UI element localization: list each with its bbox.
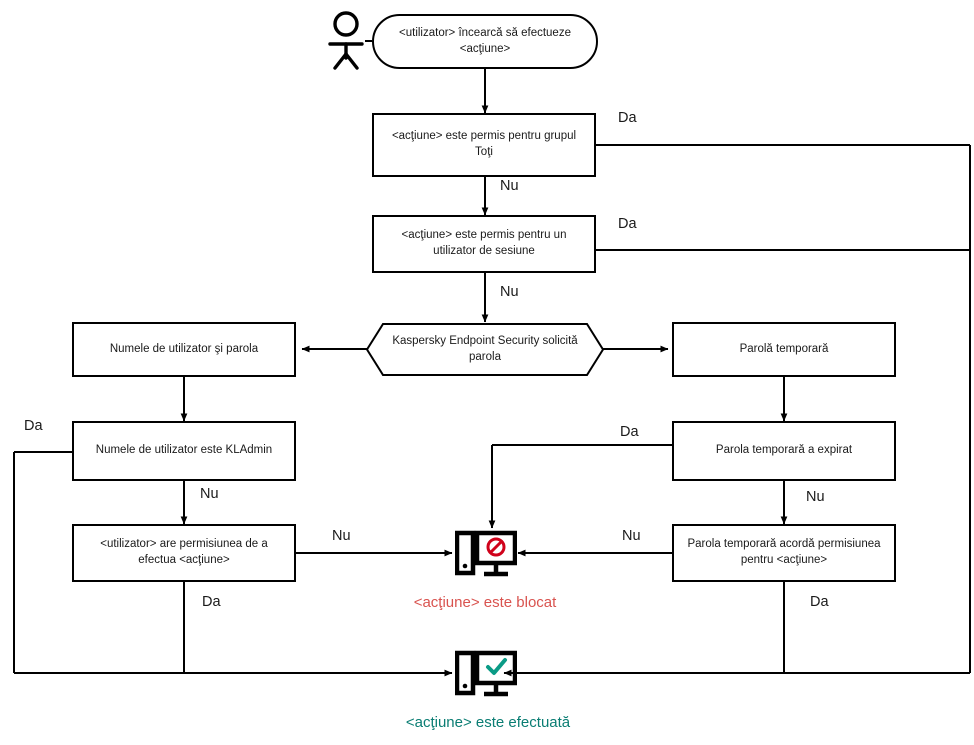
- edge-label-grants-no: Nu: [622, 528, 641, 544]
- node-username-and-password: Numele de utilizator şi parola: [72, 322, 296, 377]
- node-kes-requests-password: Kaspersky Endpoint Security solicită par…: [365, 322, 605, 377]
- node-user-has-permission-label: <utilizator> are permisiunea de a efectu…: [100, 538, 268, 566]
- edge-label-expired-yes: Da: [620, 424, 639, 440]
- node-temporary-password: Parolă temporară: [672, 322, 896, 377]
- node-temporary-password-label: Parolă temporară: [739, 342, 829, 355]
- edge-label-kladmin-no: Nu: [200, 486, 219, 502]
- edge-label-everyone-no: Nu: [500, 178, 519, 194]
- node-allowed-session-user: <acţiune> este permis pentru un utilizat…: [372, 215, 596, 273]
- node-temp-password-grants-label: Parola temporară acordă permisiunea pent…: [687, 538, 881, 566]
- computer-blocked-icon: [454, 528, 518, 585]
- edge-label-expired-no: Nu: [806, 489, 825, 505]
- edge-label-kladmin-yes: Da: [24, 418, 43, 434]
- node-start-label: <utilizator> încearcă să efectueze <acţi…: [399, 26, 571, 55]
- node-allowed-everyone: <acţiune> este permis pentru grupul Toţi: [372, 113, 596, 177]
- node-username-is-kladmin: Numele de utilizator este KLAdmin: [72, 421, 296, 481]
- node-username-is-kladmin-label: Numele de utilizator este KLAdmin: [95, 444, 273, 457]
- node-start: <utilizator> încearcă să efectueze <acţi…: [372, 14, 598, 69]
- edge-label-permission-no: Nu: [332, 528, 351, 544]
- edge-label-session-no: Nu: [500, 284, 519, 300]
- node-temp-password-expired: Parola temporară a expirat: [672, 421, 896, 481]
- outcome-done-label: <acţiune> este efectuată: [405, 714, 571, 731]
- node-allowed-session-user-label: <acţiune> este permis pentru un utilizat…: [401, 229, 567, 257]
- edge-label-session-yes: Da: [618, 216, 637, 232]
- node-kes-requests-password-label: Kaspersky Endpoint Security solicită par…: [392, 334, 578, 363]
- node-allowed-everyone-label: <acţiune> este permis pentru grupul Toţi: [391, 130, 577, 158]
- person-icon: [324, 10, 368, 77]
- node-temp-password-expired-label: Parola temporară a expirat: [715, 444, 853, 457]
- node-username-and-password-label: Numele de utilizator şi parola: [109, 342, 259, 355]
- edge-label-permission-yes: Da: [202, 594, 221, 610]
- computer-check-icon: [454, 648, 518, 705]
- node-temp-password-grants: Parola temporară acordă permisiunea pent…: [672, 524, 896, 582]
- outcome-blocked-label: <acţiune> este blocat: [413, 594, 557, 611]
- edge-label-grants-yes: Da: [810, 594, 829, 610]
- node-user-has-permission: <utilizator> are permisiunea de a efectu…: [72, 524, 296, 582]
- edge-label-everyone-yes: Da: [618, 110, 637, 126]
